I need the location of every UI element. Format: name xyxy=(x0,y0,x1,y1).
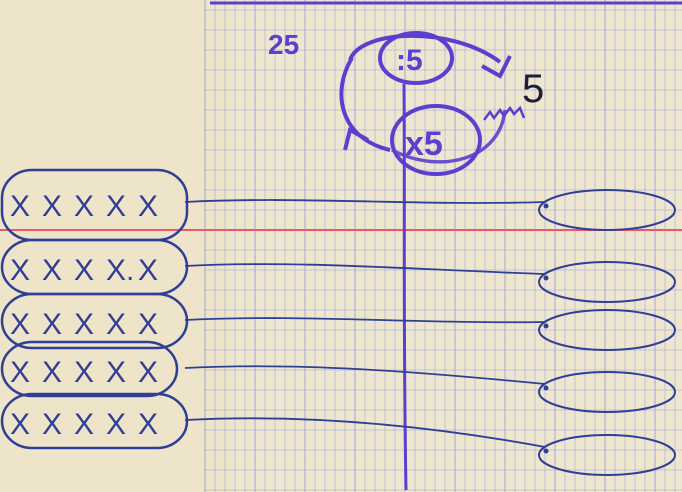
group-mark-x: X xyxy=(42,308,62,341)
group-mark-x: X xyxy=(42,408,62,441)
group-mark-x: X xyxy=(42,254,62,287)
group-mark-x: X xyxy=(10,408,30,441)
target-dot-2 xyxy=(544,276,549,281)
group-mark-x: X xyxy=(74,190,94,223)
group-mark-x: X xyxy=(106,190,126,223)
group-mark-x: X xyxy=(74,308,94,341)
group-mark-x: X. xyxy=(106,254,134,287)
group-mark-x: X xyxy=(74,356,94,389)
cycle-result-label: 5 xyxy=(522,67,544,111)
target-dot-1 xyxy=(544,204,549,209)
group-mark-x: X xyxy=(106,408,126,441)
total-number: 25 xyxy=(268,29,299,60)
group-mark-x: X xyxy=(10,254,30,287)
target-dot-4 xyxy=(544,386,549,391)
group-mark-x: X xyxy=(138,356,158,389)
group-mark-x: X xyxy=(106,308,126,341)
group-mark-x: X xyxy=(138,190,158,223)
group-mark-x: X xyxy=(138,408,158,441)
group-mark-x: X xyxy=(138,254,158,287)
target-dot-5 xyxy=(544,449,549,454)
group-mark-x: X xyxy=(10,190,30,223)
group-mark-x: X xyxy=(10,308,30,341)
target-dot-3 xyxy=(544,324,549,329)
cycle-top-label: :5 xyxy=(396,44,423,77)
group-mark-x: X xyxy=(74,408,94,441)
group-mark-x: X xyxy=(42,356,62,389)
group-mark-x: X xyxy=(138,308,158,341)
group-mark-x: X xyxy=(106,356,126,389)
group-mark-x: X xyxy=(42,190,62,223)
group-mark-x: X xyxy=(74,254,94,287)
group-mark-x: X xyxy=(10,356,30,389)
